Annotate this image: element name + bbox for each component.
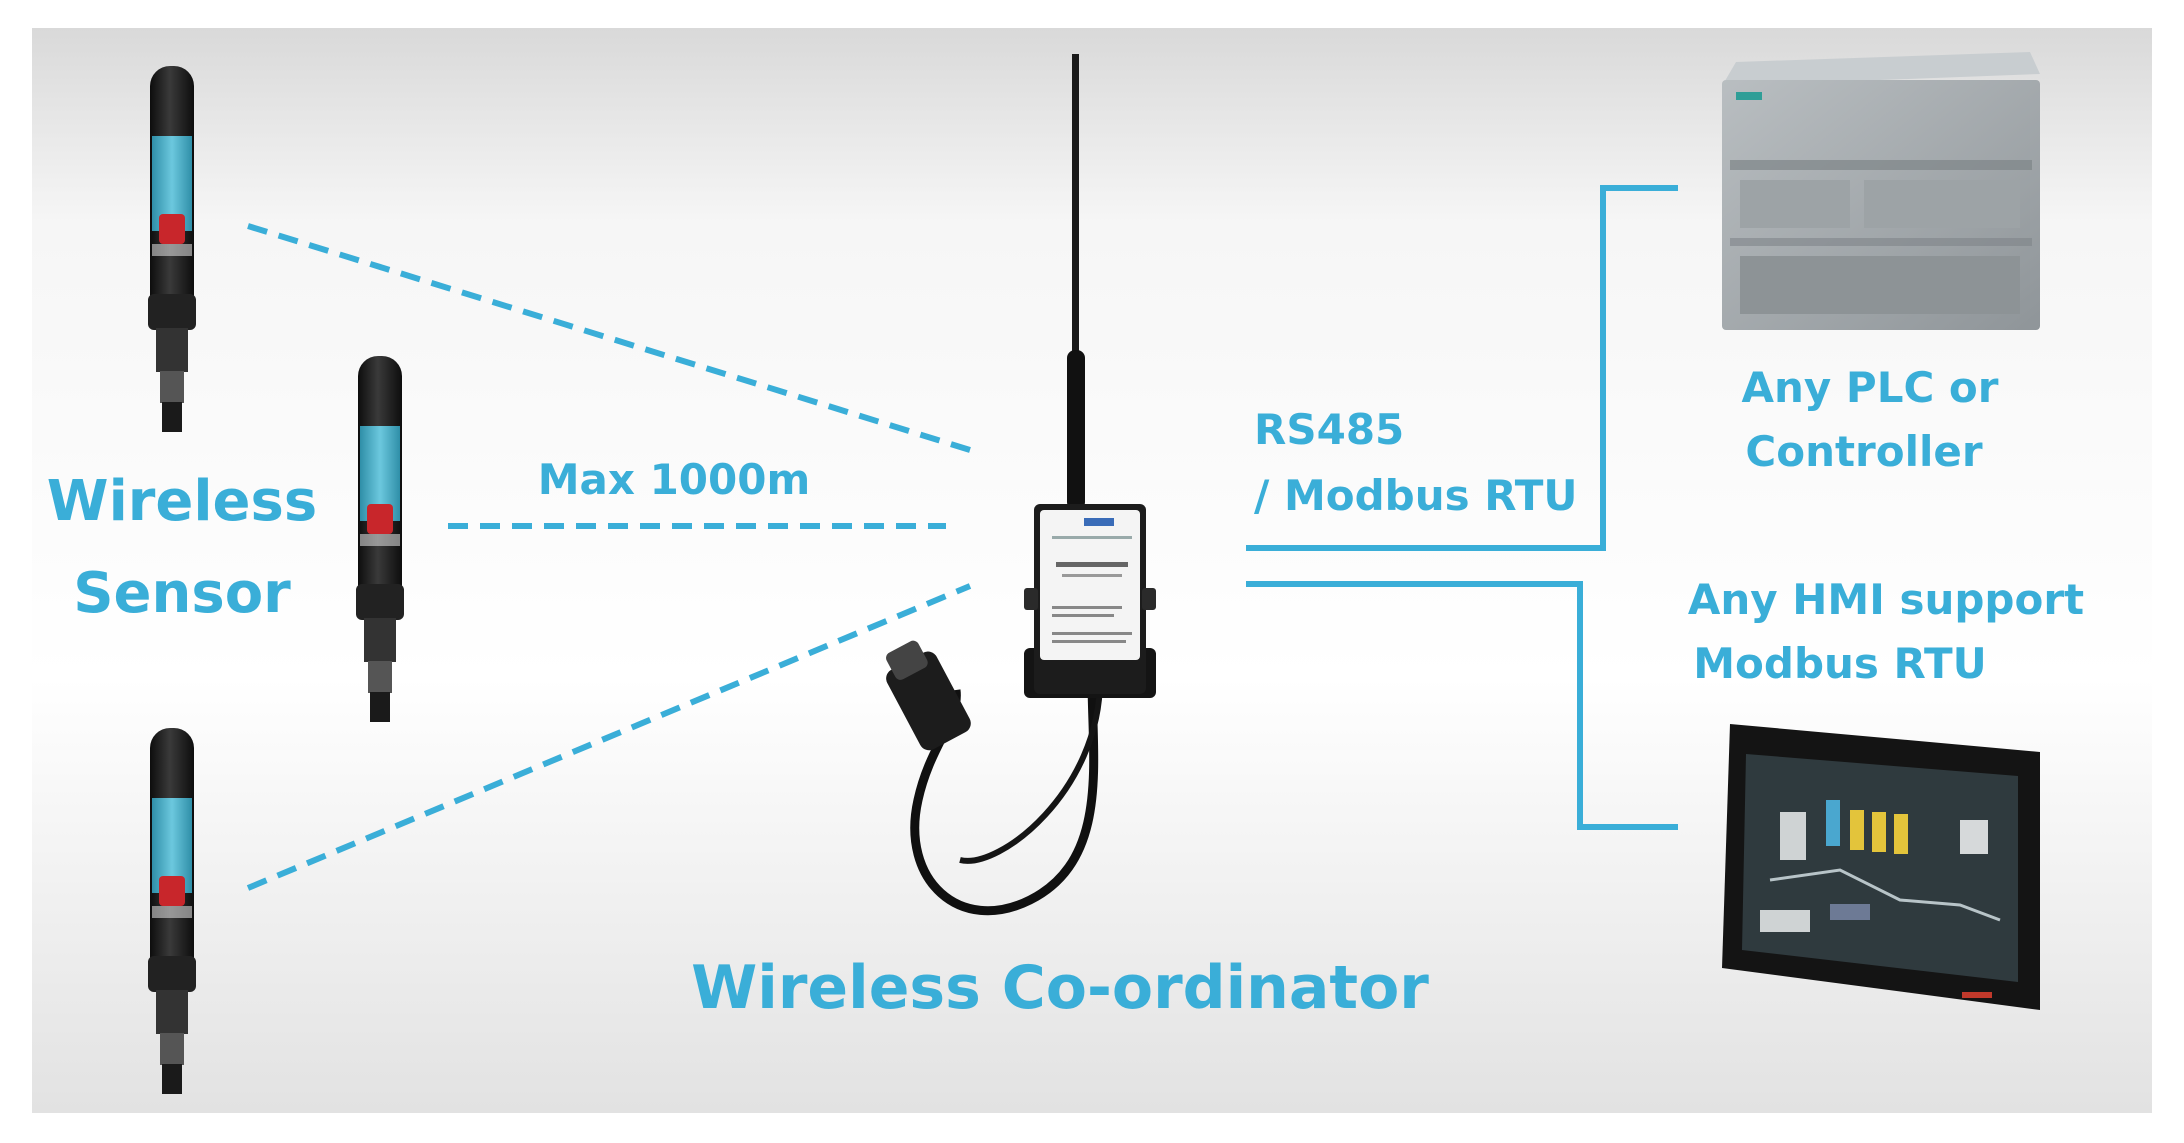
coordinator-label: Wireless Co-ordinator (691, 953, 1429, 1023)
plc-label-line2: Controller (1745, 427, 1983, 476)
wireless-sensor-label-line1: Wireless (47, 469, 317, 534)
link-coordinator-plc (1246, 185, 1678, 551)
wireless-coordinator-icon (886, 54, 1156, 916)
plc-controller-icon (1722, 52, 2040, 330)
protocol-label-line2: / Modbus RTU (1254, 471, 1577, 520)
range-label: Max 1000m (538, 455, 811, 504)
link-coordinator-hmi (1246, 581, 1678, 830)
plc-label-line1: Any PLC or (1742, 363, 1999, 412)
wireless-sensor-label-line2: Sensor (73, 561, 291, 626)
hmi-panel-icon (1722, 724, 2040, 1010)
wired-links (1246, 185, 1678, 830)
hmi-label-line1: Any HMI support (1688, 575, 2084, 624)
link-sensor-bottom (246, 583, 972, 891)
protocol-label-line1: RS485 (1254, 405, 1404, 454)
wireless-links (246, 223, 972, 891)
hmi-label-line2: Modbus RTU (1693, 639, 1987, 688)
